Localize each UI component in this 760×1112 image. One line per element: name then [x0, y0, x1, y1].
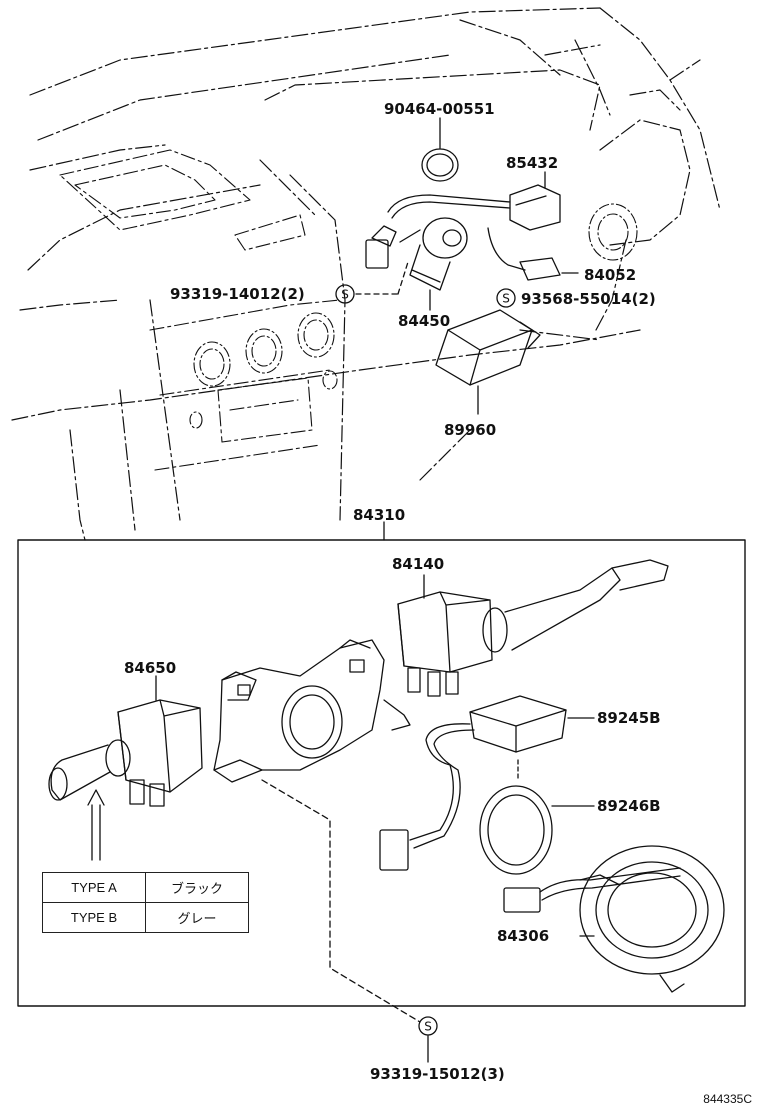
screw-callout-upper [335, 261, 516, 308]
type-color-table: TYPE A ブラック TYPE B グレー [42, 872, 249, 933]
spiral-cable-84306 [503, 845, 725, 993]
ring-89246 [479, 785, 595, 875]
console-outline [59, 149, 341, 471]
label-93319-14012: 93319-14012(2) [170, 285, 305, 303]
headlamp-switch-84650 [48, 675, 203, 807]
label-93319-15012: 93319-15012(3) [370, 1065, 505, 1083]
label-89246B: 89246B [597, 797, 661, 815]
computer-89960 [435, 309, 541, 415]
screw-callout-lower [418, 1016, 438, 1063]
connector-85432 [509, 171, 561, 231]
color-cell: ブラック [145, 872, 249, 903]
figure-id: 844335C [703, 1092, 752, 1106]
label-84140: 84140 [392, 555, 445, 573]
label-84310: 84310 [353, 506, 406, 524]
label-84306: 84306 [497, 927, 550, 945]
switch-84052 [487, 227, 579, 281]
key-harness [365, 194, 511, 311]
label-90464-00551: 90464-00551 [384, 100, 495, 118]
vent-circles [189, 203, 638, 429]
screw-symbol: S [341, 288, 349, 302]
dashboard-outline [11, 7, 721, 541]
label-84650: 84650 [124, 659, 177, 677]
screw-symbol: S [502, 292, 510, 306]
table-row: TYPE B グレー [42, 902, 249, 933]
label-89960: 89960 [444, 421, 497, 439]
label-89245B: 89245B [597, 709, 661, 727]
label-93568-55014: 93568-55014(2) [521, 290, 656, 308]
table-row: TYPE A ブラック [42, 872, 249, 903]
type-cell: TYPE A [42, 872, 146, 903]
pointer-arrow [87, 789, 105, 861]
type-cell: TYPE B [42, 902, 146, 933]
sensor-89245 [379, 695, 595, 871]
assembly-box [17, 539, 746, 1007]
wiper-switch-84140 [397, 559, 669, 697]
clamp-90464 [421, 117, 459, 182]
switch-body-84310 [213, 639, 411, 783]
screw-symbol: S [424, 1020, 432, 1034]
label-84052: 84052 [584, 266, 637, 284]
color-cell: グレー [145, 902, 249, 933]
label-85432: 85432 [506, 154, 559, 172]
label-84450: 84450 [398, 312, 451, 330]
dashed-leader-body [261, 779, 421, 1023]
